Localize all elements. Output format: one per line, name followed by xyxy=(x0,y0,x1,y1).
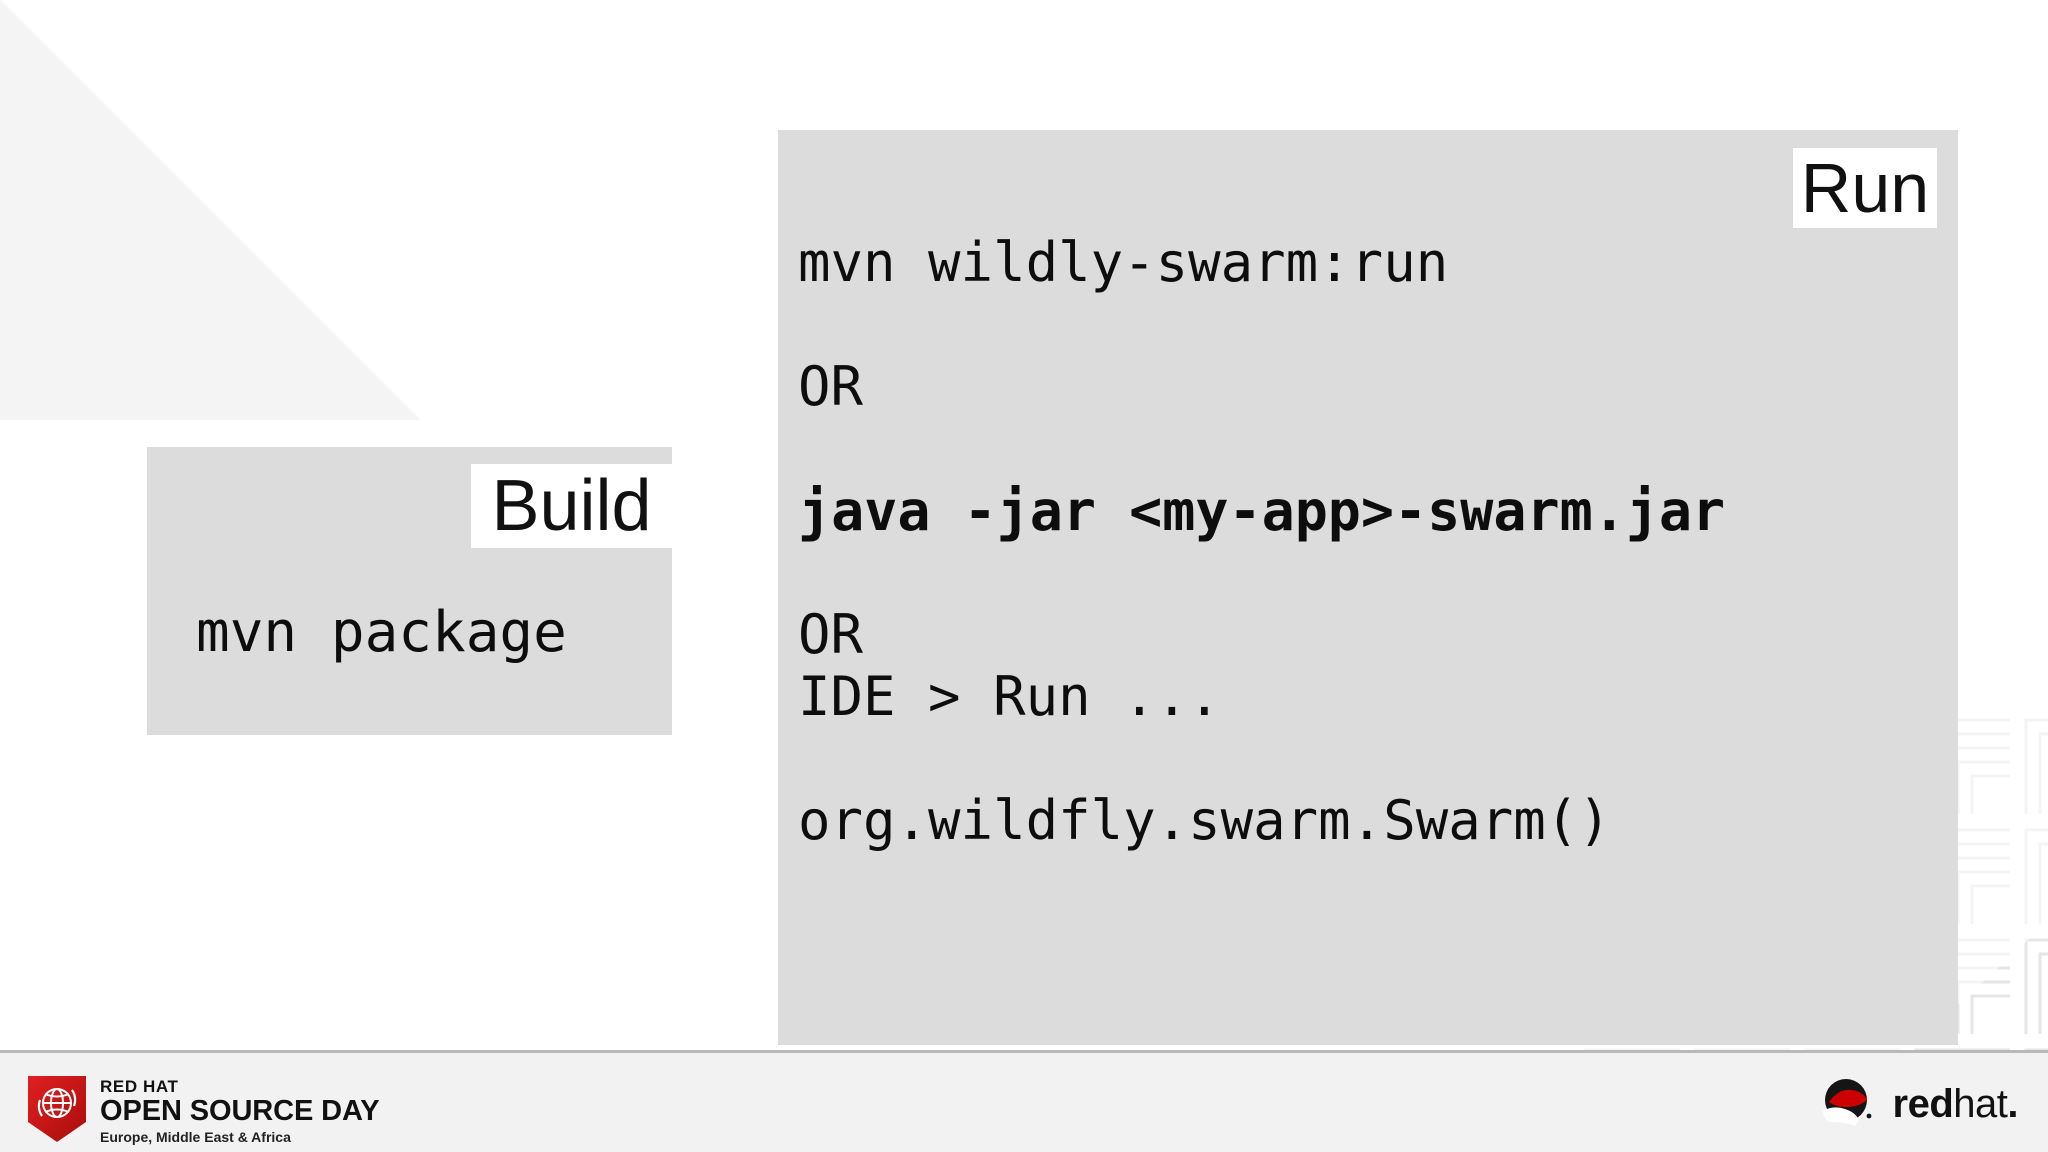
run-command-line: java -jar <my-app>-swarm.jar xyxy=(798,479,1726,543)
corner-triangle-decoration xyxy=(0,0,420,420)
build-command-text: mvn package xyxy=(196,600,567,665)
wordmark-dot: . xyxy=(2007,1082,2018,1126)
run-line-spacer xyxy=(798,418,1725,480)
osd-logo-line-2: OPEN SOURCE DAY xyxy=(100,1094,380,1127)
footer-divider xyxy=(0,1050,2048,1053)
globe-shield-icon xyxy=(28,1076,86,1142)
run-command-line: org.wildfly.swarm.Swarm() xyxy=(798,789,1611,852)
wordmark-red: red xyxy=(1892,1082,1954,1126)
wordmark-hat: hat xyxy=(1953,1082,2008,1126)
run-line-spacer xyxy=(798,542,1725,604)
osd-logo-line-3: Europe, Middle East & Africa xyxy=(100,1129,291,1146)
run-line-spacer xyxy=(798,294,1725,356)
shadowman-icon xyxy=(1819,1078,1881,1130)
run-command-line: mvn wildly-swarm:run xyxy=(798,231,1449,294)
footer-band xyxy=(0,1050,2048,1152)
run-command-line: OR xyxy=(798,603,864,666)
open-source-day-logo: RED HAT OPEN SOURCE DAY Europe, Middle E… xyxy=(28,1076,380,1146)
build-heading-chip: Build xyxy=(471,464,672,548)
run-line-spacer xyxy=(798,728,1725,790)
run-heading-chip: Run xyxy=(1793,148,1937,228)
run-command-line: OR xyxy=(798,355,864,418)
osd-logo-line-1: RED HAT xyxy=(100,1077,179,1096)
red-hat-wordmark: redhat. xyxy=(1892,1082,2019,1126)
run-panel xyxy=(778,130,1958,1045)
red-hat-brand-logo: redhat. xyxy=(1819,1078,2018,1130)
run-command-line: IDE > Run ... xyxy=(798,665,1221,728)
run-command-list: mvn wildly-swarm:run OR java -jar <my-ap… xyxy=(798,232,1725,852)
